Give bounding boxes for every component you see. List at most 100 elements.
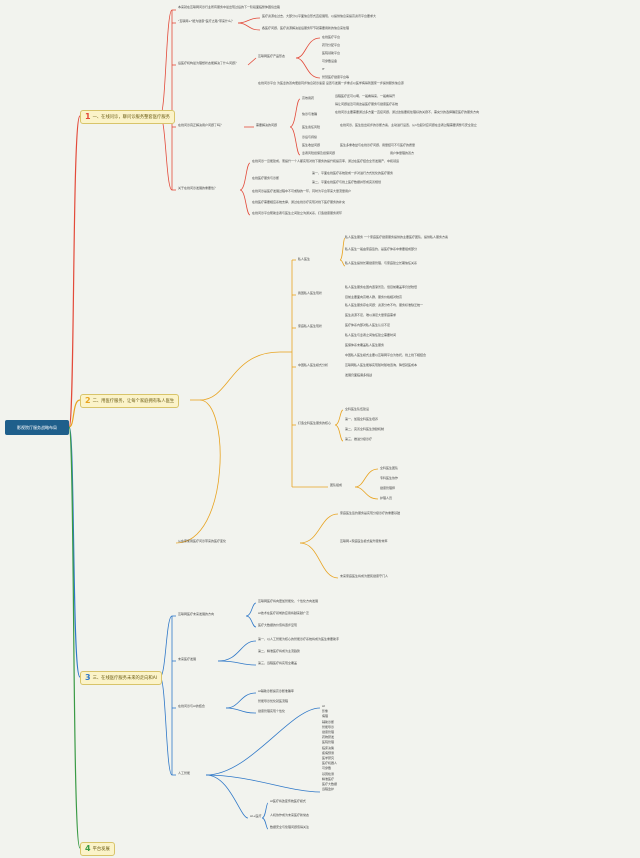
b3-q4-item: 医院管理	[322, 740, 335, 745]
branch-1-number: 1	[85, 112, 91, 121]
branch-4-number: 4	[85, 844, 91, 853]
connector-line	[237, 17, 261, 24]
b1-q4: 关于在线问诊发展的重要性？	[178, 186, 218, 190]
b1-q3-detail: 远程医疗还可以啊，一般看得来，一般看得开	[335, 94, 396, 98]
b1-q2-item: 智慧医疗健康平台等	[322, 75, 350, 79]
b2-q2-item: 目前主要面向高端人群，服务价格相对较高	[345, 295, 403, 299]
connector-line	[295, 37, 321, 59]
b3-q3-item: 健康管理实现个性化	[258, 709, 286, 713]
connector-line	[339, 259, 346, 267]
connector-line	[289, 126, 301, 156]
b2-q5-item: 第二，完善全科医生激励机制	[345, 427, 385, 431]
b1-q4-item: 在线问诊是医疗发展过程中不可或缺的一环，同时为平台带来大量流量用户	[252, 189, 352, 193]
connector-line	[225, 707, 257, 714]
connector-line	[159, 9, 173, 117]
b1-q3-item: 医生责任风险	[302, 125, 321, 129]
b1-q3: 在线问诊真正解决用户问题了吗？	[178, 123, 224, 127]
b3-q4-item: 智能导诊	[322, 724, 335, 729]
connector-line	[68, 115, 81, 428]
root-node[interactable]: 影视院厅服务战略布局	[5, 420, 69, 435]
connector-line	[239, 189, 251, 216]
connector-line	[299, 542, 339, 579]
b2-q3-item: 私人医生服务存在问题：资源分布不均，服务标准缺乏统一	[345, 303, 424, 307]
b2-q5: 打造全科医生服务的核心	[298, 421, 332, 425]
connector-line	[217, 640, 257, 662]
b2-q5-item: 第一，加强全科医生培养	[345, 417, 379, 421]
b3-q5-item: 人机协作成为未来医疗新常态	[270, 813, 310, 817]
b2-q6-item: 全科医生团队	[380, 466, 399, 470]
b3-q4-item: 医疗机器人	[322, 761, 338, 766]
b3-q1: 互联网医疗未来发展的方向	[178, 612, 215, 616]
connector-line	[245, 615, 257, 628]
b3-q4-item: 医疗大数据	[322, 782, 338, 786]
b1-q3-detail: 在线问诊，医生给出初步的诊断方案，主动进行设置，从1位起对应问题在患者过程需要调…	[340, 123, 477, 127]
branch-4-label: 平台发展	[92, 847, 110, 852]
b2-q4-item: 互联网私人医生能够实现随时随地咨询，降低就医成本	[345, 363, 418, 367]
connector-line	[68, 399, 81, 428]
b1-q4-item: 在线医疗需要相应系统支撑，通过在线诊疗实现对线下医疗服务的补充	[252, 200, 346, 204]
connector-line	[239, 162, 251, 191]
b1-q2-item: 在线医疗平台	[322, 35, 341, 39]
connector-line	[68, 426, 81, 678]
b2-q2: 我国私人医生现状	[298, 291, 323, 295]
b2-q7-item: 互联网+家庭医生模式提升服务效率	[340, 539, 388, 543]
b1-q3-sub: 需要解决的问题	[256, 123, 278, 127]
connector-line	[217, 660, 257, 666]
b2-q7-item: 未来家庭医生将成为居民健康守门人	[340, 574, 389, 578]
b3-q2-item: 第一，以人工智能为核心的智能诊疗系统将成为医生重要助手	[258, 637, 340, 641]
b3-q3: 在线问诊与AI的结合	[178, 704, 205, 708]
connector-line	[299, 513, 339, 544]
connector-line	[205, 774, 249, 819]
b1-q4-item: 第一，平面在线医疗系统建成一步对进行方式优化的医疗服务	[312, 171, 394, 175]
b1-q2: 后医疗机构最为理想状态能解决了什么问题？	[178, 61, 239, 65]
connector-line	[354, 486, 379, 500]
b1-q3-item: 诊后与持续	[302, 135, 318, 139]
b2-q7-item: 家庭医生签约服务是实现分级诊疗的重要基础	[340, 511, 401, 515]
b3-q1-item: AI技术在医疗领域的应用将越来越广泛	[258, 611, 309, 615]
branch-2-number: 2	[85, 396, 91, 405]
b3-q3-item: 智能导诊优化就医流程	[258, 699, 289, 703]
b1-q3-detail: 医生多重收益与在线诊疗问题，用量结可不与医疗的质量	[340, 143, 416, 147]
b1-q3-detail: 得让问题最近可用这是医疗服务与健康医疗系统	[335, 102, 399, 106]
b2-q6: 团队组成	[330, 483, 343, 487]
connector-line	[175, 399, 221, 544]
connector-line	[289, 98, 301, 128]
b3-q4-item: 疾病预测	[322, 750, 335, 755]
b3-q4-item: 医学研究	[322, 756, 335, 760]
b1-q3-detail: 在线问诊主要需要通过多方面一直接问题，通过这些要和处理好的关键不，需充分的选择确…	[335, 110, 480, 114]
b3-q4-item: 病理	[322, 714, 329, 719]
b2-q4-item: 中国私人医生模式主要以互联网平台为依托，线上线下相结合	[345, 353, 427, 357]
connector-line	[339, 237, 346, 261]
b1-q3-item: 医生收益问题	[302, 143, 321, 147]
b2-q2-item: 私人医生服务在国内逐渐普及，但目前覆盖率仍然较低	[345, 285, 418, 289]
connector-line	[334, 424, 344, 442]
b3-q5-item: AI医疗将改变传统医疗模式	[270, 799, 306, 803]
b2-q4: 中国私人医生模式分析	[298, 363, 329, 367]
connector-line	[159, 676, 173, 776]
b3-q5-item: 数据安全与伦理问题值得关注	[270, 825, 310, 829]
b1-q1: "互联网+"能为健康"医疗之路"带来什么？	[178, 19, 235, 23]
b1-q3-item: 高效用药	[302, 96, 315, 100]
b2-q3: 家庭私人医生现状	[298, 324, 323, 328]
b3-q4-item: 远程监护	[322, 787, 335, 792]
b1-q1-item: 医疗资源在过去，大部分以平面信息形式直接展现，以提供信息来提高资讯平台要求大	[262, 14, 377, 18]
connector-line	[247, 57, 257, 66]
b3-q4-item: 影像	[322, 709, 329, 714]
b3-q5: AI+医疗	[250, 814, 262, 818]
b1-q3-detail: 用户体量理的双方	[390, 151, 415, 155]
b3-q4: 人工智能	[178, 771, 191, 775]
b2-q1-item: 私人医生提供长期健康管理，与家庭建立长期信任关系	[345, 261, 418, 265]
b2-q6-item: 专科医生协作	[380, 476, 399, 480]
branch-1-label: 一、在线问诊，聊问诊服务整套医疗服务	[92, 115, 170, 120]
connector-line	[245, 602, 257, 617]
b3-q4-item: 临床决策	[322, 745, 335, 750]
b3-q1-item: 医疗大数据的价值将逐步显现	[258, 623, 298, 627]
b1-q2-note: 在线问诊平台 为医患的双向便捷同步信息就诊速度 设置与发展一步重点以医学病得到国…	[258, 81, 404, 85]
b3-q4-item: 健康管理	[322, 730, 335, 734]
branch-2-label: 二、用医疗服务，让每个家庭拥有私人医生	[92, 399, 175, 404]
